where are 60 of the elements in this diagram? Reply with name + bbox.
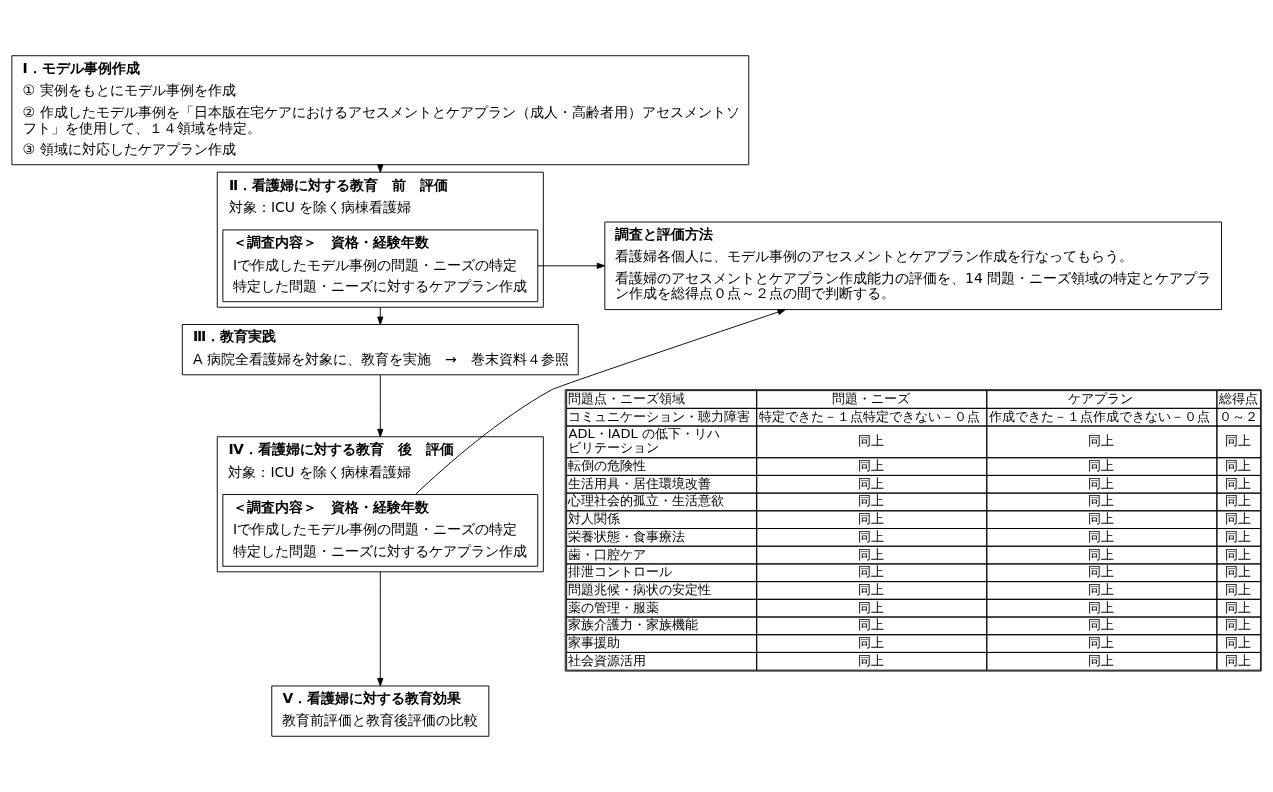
label: ケアプラン (1068, 390, 1134, 406)
label: 同上 (1088, 652, 1115, 668)
label: 薬の管理・服薬 (568, 599, 660, 615)
label: 作成できた－１点作成できない－０点 (988, 408, 1210, 424)
label: 同上 (858, 581, 885, 597)
label: 同上 (1225, 617, 1252, 633)
label: 同上 (858, 528, 885, 544)
label: 転倒の危険性 (568, 458, 647, 474)
label: 同上 (1225, 528, 1252, 544)
label: 同上 (858, 493, 885, 509)
label: 同上 (1225, 433, 1252, 449)
label: 同上 (1088, 511, 1115, 527)
label: 同上 (1088, 617, 1115, 633)
label: 同上 (1088, 564, 1115, 580)
label: 同上 (858, 546, 885, 562)
label: 同上 (1225, 458, 1252, 474)
label: 同上 (858, 458, 885, 474)
label: 同上 (1225, 635, 1252, 651)
label: 同上 (1088, 599, 1115, 615)
label: 同上 (1088, 475, 1115, 491)
label: 対人関係 (568, 511, 621, 527)
label: 栄養状態・食事療法 (568, 528, 686, 544)
label: コミュニケーション・聴力障害 (568, 408, 751, 424)
label: 同上 (1225, 652, 1252, 668)
label: ０～２ (1218, 408, 1258, 424)
label: 歯・口腔ケア (568, 546, 647, 562)
label: 同上 (858, 511, 885, 527)
label: 同上 (858, 564, 885, 580)
label: 同上 (1088, 433, 1115, 449)
label: 問題点・ニーズ領域 (568, 390, 686, 406)
label: 同上 (858, 475, 885, 491)
label: 同上 (858, 599, 885, 615)
label: 同上 (1088, 458, 1115, 474)
label: 同上 (1225, 475, 1252, 491)
label: 同上 (1225, 599, 1252, 615)
label: ADL・IADL の低下・リハビリテーション (568, 426, 720, 456)
label: 問題・ニーズ (831, 390, 910, 406)
label: 社会資源活用 (568, 652, 647, 668)
label: 同上 (1088, 546, 1115, 562)
label: 同上 (1225, 493, 1252, 509)
label: 同上 (858, 433, 885, 449)
label: 同上 (1088, 581, 1115, 597)
label: 同上 (858, 635, 885, 651)
label: 同上 (1225, 511, 1252, 527)
label: 同上 (1088, 635, 1115, 651)
label: 同上 (858, 652, 885, 668)
label: 同上 (1088, 493, 1115, 509)
label: 排泄コントロール (568, 564, 673, 580)
label: 同上 (1225, 581, 1252, 597)
label: 家族介護力・家族機能 (568, 617, 699, 633)
label: 同上 (1088, 528, 1115, 544)
label: 同上 (858, 617, 885, 633)
label: 心理社会的孤立・生活意欲 (568, 493, 725, 509)
label: 総得点 (1218, 390, 1258, 406)
label: 同上 (1225, 546, 1252, 562)
label: 生活用具・居住環境改善 (568, 475, 712, 491)
label: 特定できた－１点特定できない－０点 (758, 408, 980, 424)
label: 問題兆候・病状の安定性 (568, 581, 712, 597)
label: 同上 (1225, 564, 1252, 580)
label: 家事援助 (568, 635, 621, 651)
